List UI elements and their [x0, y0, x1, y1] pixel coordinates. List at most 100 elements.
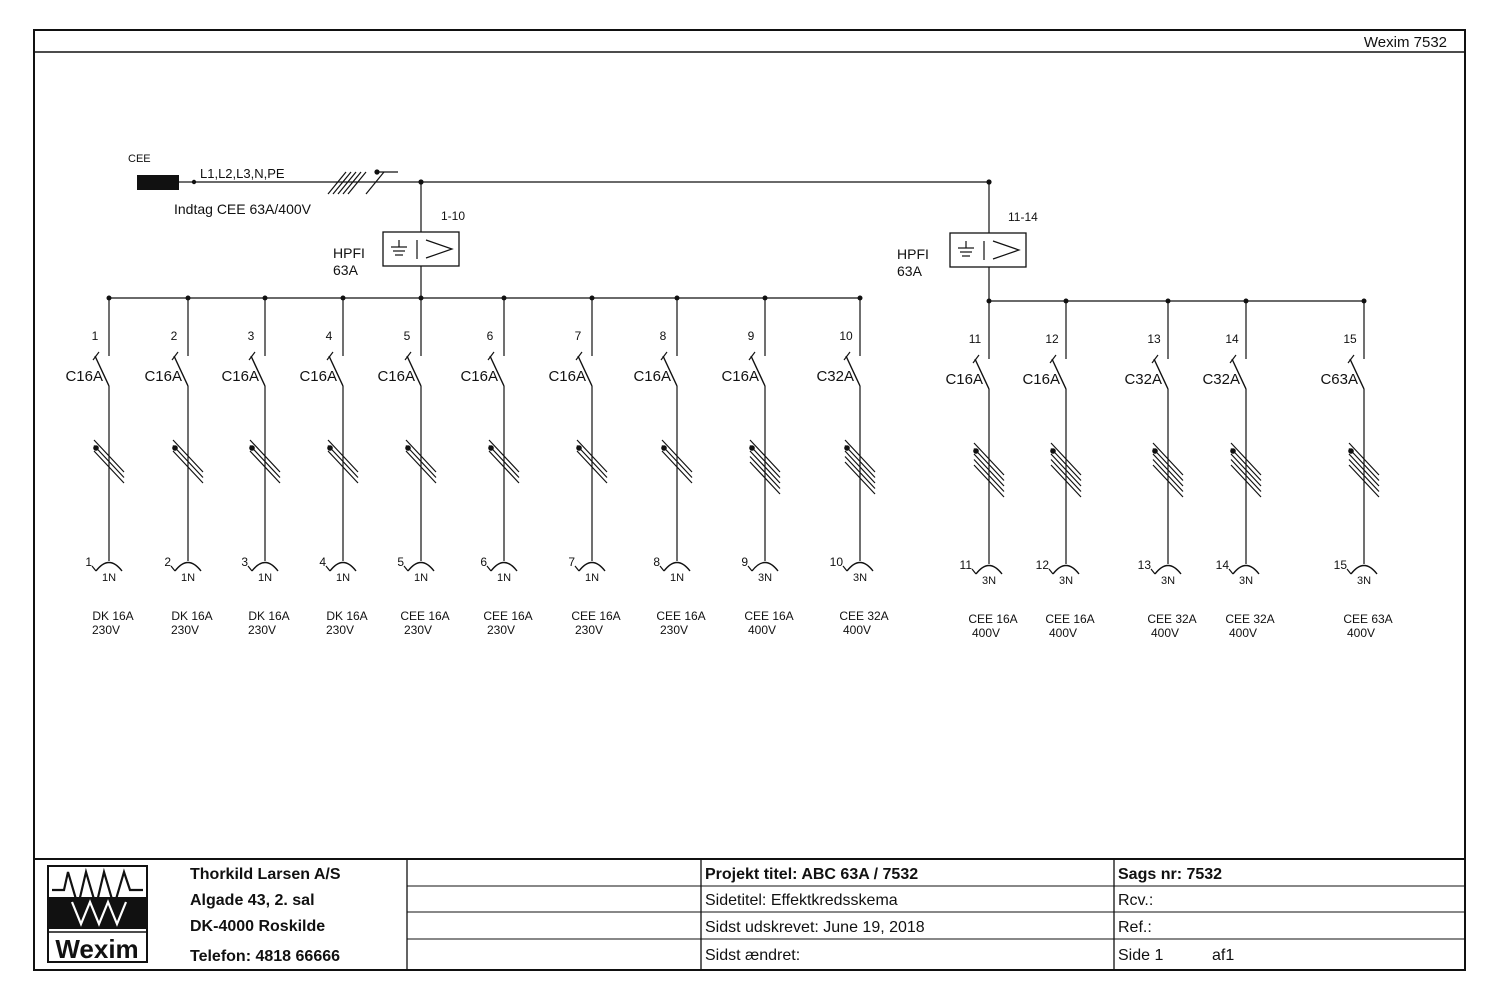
socket-lip: [403, 565, 409, 572]
circuit-number: 15: [1343, 332, 1357, 346]
breaker-switch-icon: [750, 355, 766, 387]
conductor-ticks-icon: [1050, 442, 1082, 498]
circuit-number: 5: [404, 329, 411, 343]
load-label: CEE 16A: [483, 609, 532, 623]
conductor-tick: [249, 445, 281, 478]
breaker-trip-mark-icon: [972, 354, 980, 364]
conductor-ticks-icon: [488, 439, 520, 484]
voltage-label: 230V: [575, 623, 603, 637]
outlet-number: 1: [85, 555, 92, 569]
conductor-dot: [576, 445, 582, 451]
circuit-number: 12: [1045, 332, 1059, 346]
conductor-dot: [1230, 448, 1236, 454]
conductor-tick: [749, 461, 781, 495]
breaker-rating: C32A: [1124, 371, 1162, 388]
breaker-rating: C16A: [221, 368, 259, 385]
conductor-tick: [973, 453, 1005, 487]
breaker-trip-mark-icon: [1049, 354, 1057, 364]
outlet-number: 14: [1216, 558, 1230, 572]
rcd-box-2: [949, 232, 1027, 268]
conductor-tick: [576, 439, 608, 473]
conductor-ticks-icon: [172, 439, 204, 484]
socket-lip: [1150, 568, 1156, 575]
page-number: Side 1: [1118, 947, 1163, 964]
conductor-tick: [1230, 448, 1262, 481]
conductor-tick: [327, 450, 359, 484]
circuit-number: 6: [487, 329, 494, 343]
conductor-tick: [1348, 464, 1380, 498]
outlet-type: 3N: [853, 572, 867, 584]
conductor-ticks-icon: [973, 442, 1005, 498]
conductor-tick: [749, 456, 781, 489]
conductor-tick: [844, 456, 876, 489]
breaker-switch-icon: [845, 355, 861, 387]
socket-outlet-icon: [251, 561, 279, 572]
conductor-tick: [1348, 459, 1380, 492]
socket-outlet-icon: [975, 564, 1003, 575]
conductor-tick: [327, 445, 359, 478]
conductor-tick: [576, 445, 608, 478]
conductor-tick: [1050, 448, 1082, 481]
voltage-label: 400V: [748, 623, 776, 637]
conductor-tick: [1152, 459, 1184, 492]
voltage-label: 230V: [404, 623, 432, 637]
conductor-ticks-icon: [661, 439, 693, 484]
outlet-number: 4: [319, 555, 326, 569]
breaker-trip-mark-icon: [1229, 354, 1237, 364]
socket-outlet-icon: [95, 561, 123, 572]
breaker-trip-mark-icon: [1151, 354, 1159, 364]
socket-lip: [659, 565, 665, 572]
socket-lip: [170, 565, 176, 572]
conductor-ticks-icon: [1230, 442, 1262, 498]
load-label: CEE 16A: [656, 609, 705, 623]
rcd-range-2: 11-14: [1008, 210, 1038, 224]
conductor-ticks-icon: [749, 439, 781, 495]
page-of: af1: [1212, 947, 1234, 964]
conductor-tick: [1348, 442, 1380, 476]
circuit-number: 13: [1147, 332, 1161, 346]
supply-conductors: L1,L2,L3,N,PE: [200, 166, 285, 181]
socket-outlet-icon: [1232, 564, 1260, 575]
conductor-ticks-icon: [576, 439, 608, 484]
outlet-type: 1N: [670, 572, 684, 584]
socket-lip: [1228, 568, 1234, 575]
conductor-tick: [1230, 453, 1262, 487]
breaker-rating: C16A: [377, 368, 415, 385]
circuit-number: 2: [171, 329, 178, 343]
voltage-label: 230V: [248, 623, 276, 637]
socket-lip: [971, 568, 977, 575]
voltage-label: 230V: [171, 623, 199, 637]
breaker-rating: C16A: [633, 368, 671, 385]
conductor-tick: [973, 442, 1005, 476]
socket-lip: [325, 565, 331, 572]
outlet-number: 9: [741, 555, 748, 569]
conductor-tick: [488, 450, 520, 484]
conductor-tick: [405, 439, 437, 473]
conductor-tick: [93, 450, 125, 484]
conductor-tick: [844, 450, 876, 484]
load-label: DK 16A: [92, 609, 133, 623]
company-city: DK-4000 Roskilde: [190, 918, 325, 935]
conductor-tick: [172, 445, 204, 478]
supply-incoming-label: Indtag CEE 63A/400V: [174, 201, 312, 217]
voltage-label: 230V: [326, 623, 354, 637]
conductor-tick: [249, 450, 281, 484]
voltage-label: 400V: [1151, 626, 1179, 640]
conductor-tick: [749, 450, 781, 484]
outlet-type: 3N: [758, 572, 772, 584]
socket-outlet-icon: [407, 561, 435, 572]
logo-text: Wexim: [55, 934, 138, 964]
breaker-trip-mark-icon: [92, 351, 100, 361]
conductor-tick: [1152, 464, 1184, 498]
outlet-number: 10: [830, 555, 844, 569]
circuit-number: 9: [748, 329, 755, 343]
cee-connector-icon: [137, 175, 179, 190]
conductor-tick: [1152, 453, 1184, 487]
